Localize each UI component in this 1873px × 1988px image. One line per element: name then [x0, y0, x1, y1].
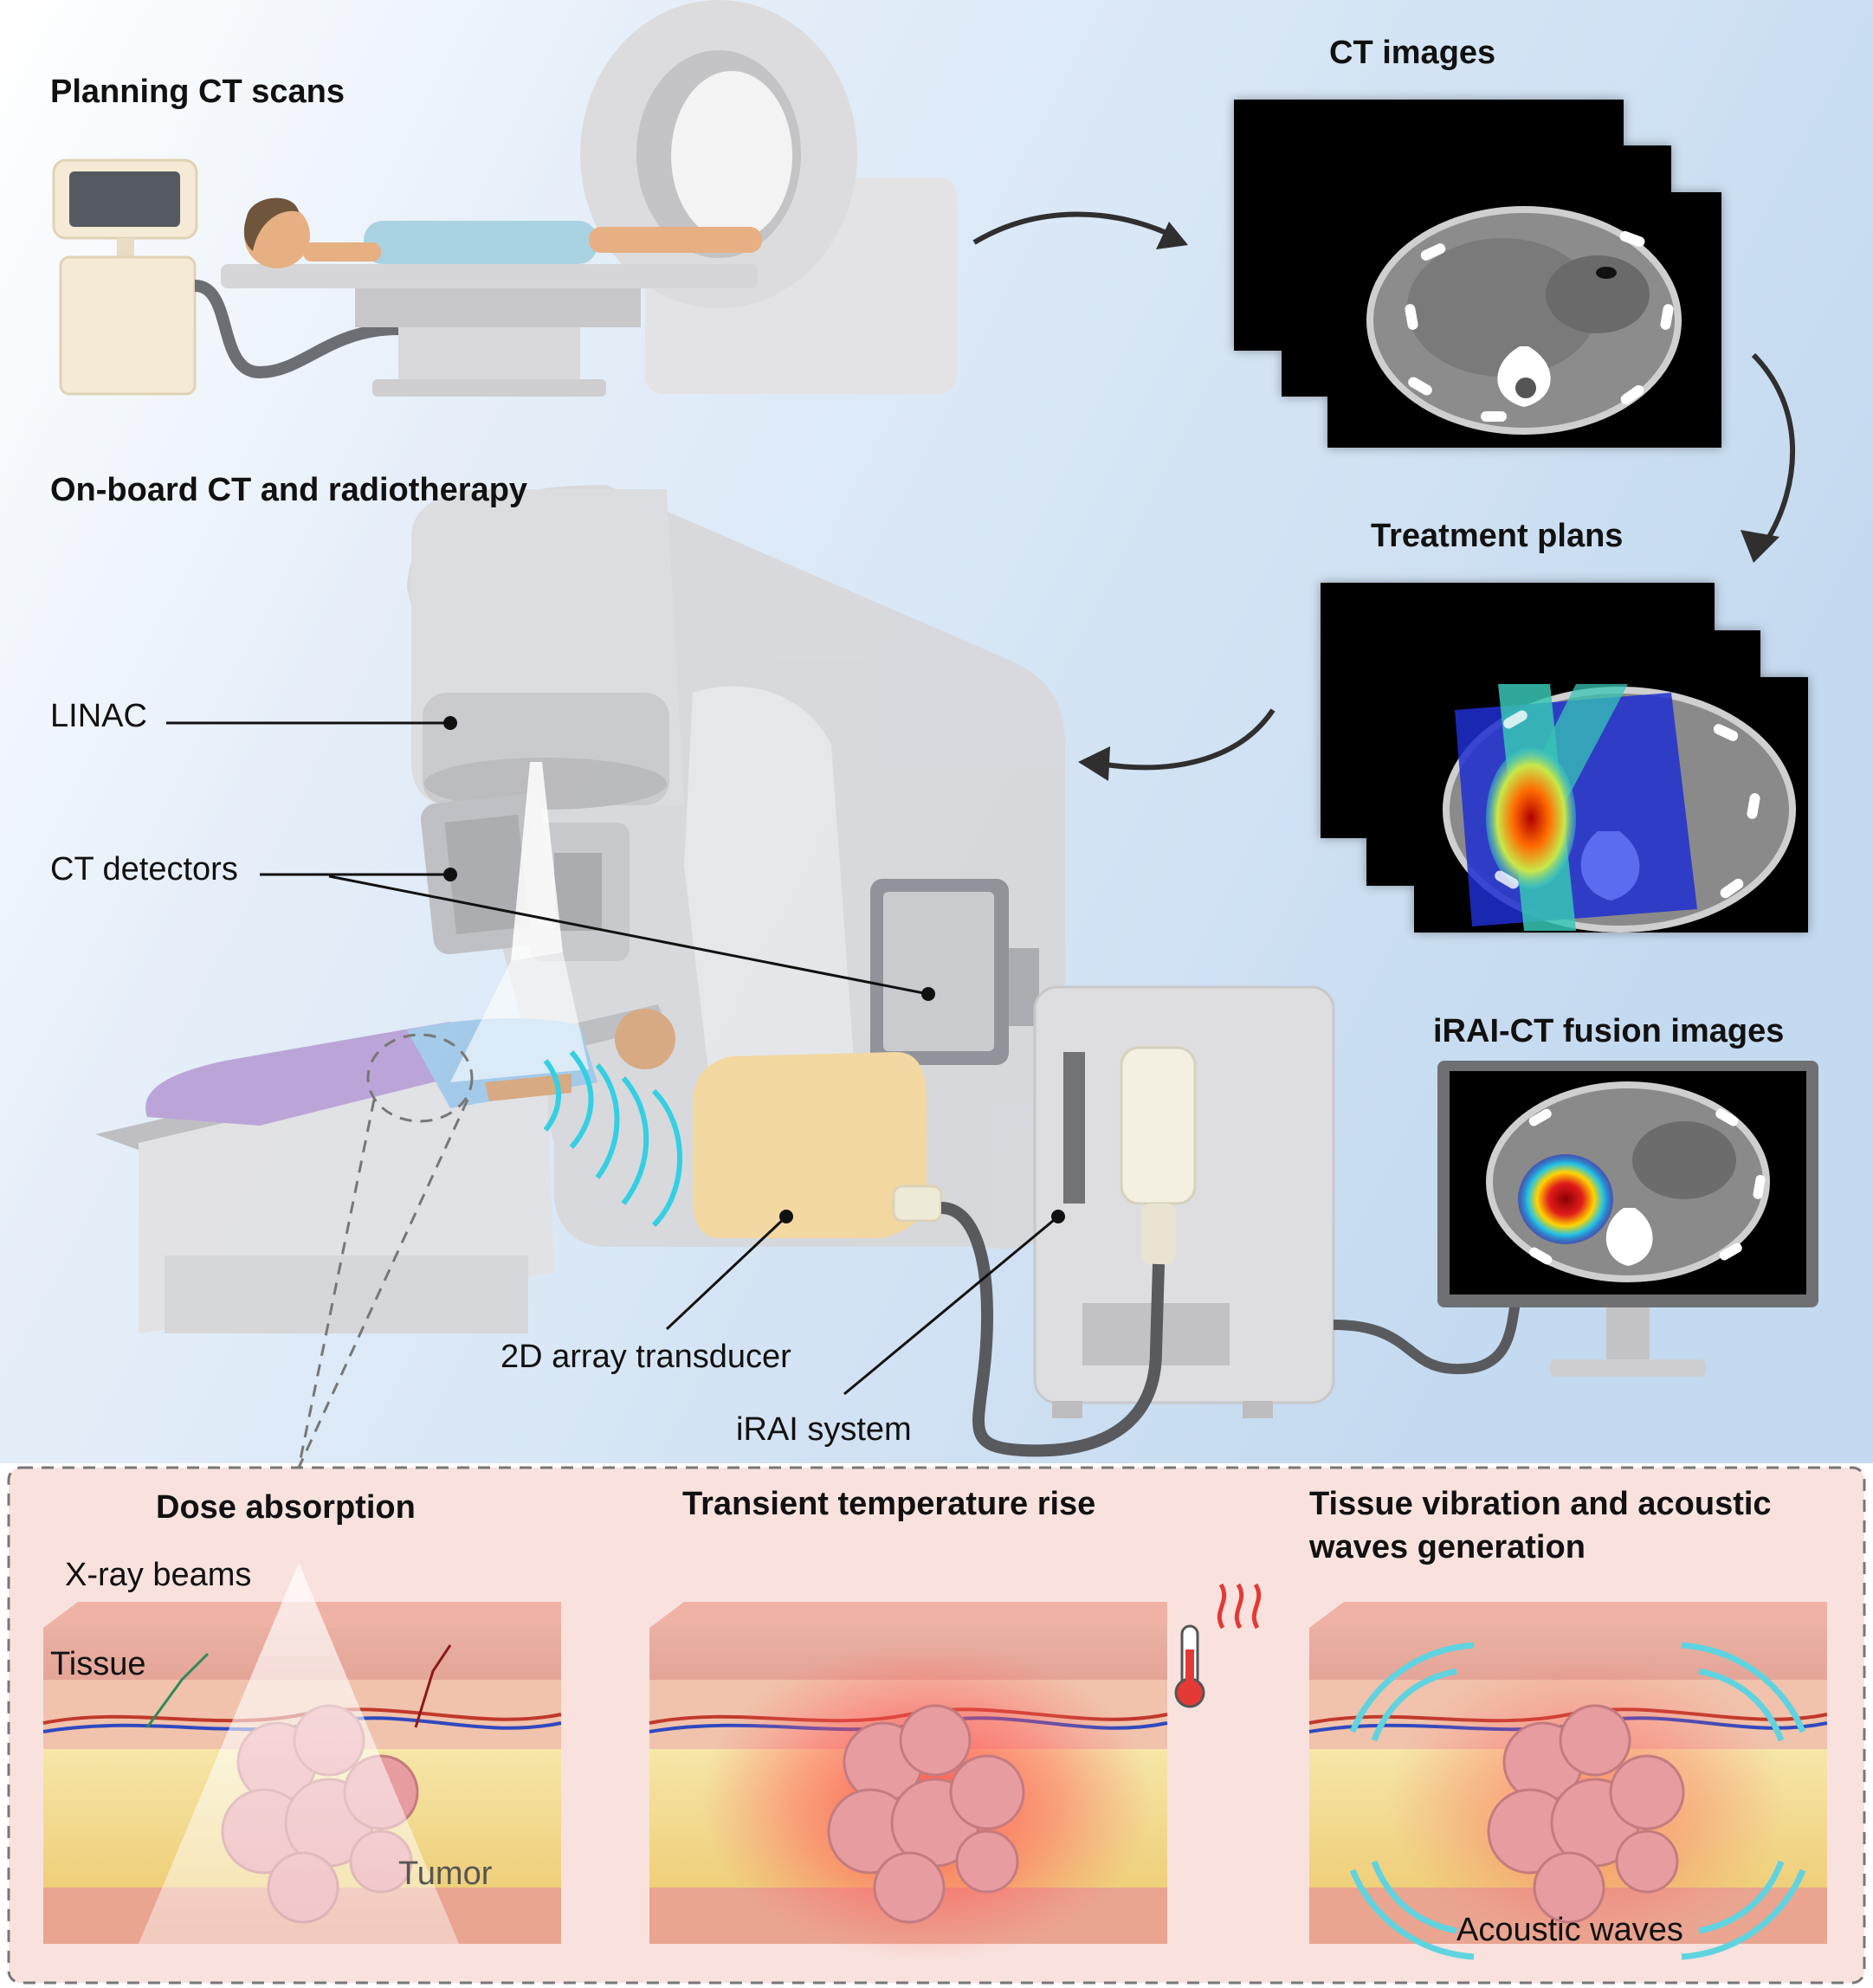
panel-title-fusion: iRAI-CT fusion images	[1433, 1013, 1785, 1049]
arrowhead-icon	[1078, 746, 1110, 781]
acoustic-wave-icon	[1349, 1642, 1806, 1960]
arrowhead-icon	[1156, 222, 1188, 249]
linac-machine	[95, 485, 1065, 1333]
planning-ct-scanner-icon	[52, 0, 957, 397]
section-title-planning: Planning CT scans	[50, 74, 345, 110]
panel-title-ct-images: CT images	[1329, 35, 1496, 71]
stage-title-vibration-1: Tissue vibration and acoustic	[1309, 1486, 1772, 1522]
tissue-block-dose	[42, 1563, 562, 1944]
monitor-cable	[1333, 1274, 1529, 1375]
label-tissue: Tissue	[50, 1646, 146, 1682]
label-linac: LINAC	[50, 698, 147, 734]
ct-slice-image	[1366, 206, 1682, 435]
irai-system-unit	[1033, 985, 1335, 1418]
label-transducer: 2D array transducer	[501, 1339, 791, 1375]
stage-title-temperature: Transient temperature rise	[682, 1486, 1096, 1522]
transducer-cable	[940, 1202, 1165, 1457]
xray-beam	[511, 762, 563, 961]
acoustic-wave-icon	[543, 1050, 682, 1228]
callout-dots	[443, 716, 1065, 1223]
label-irai-system: iRAI system	[736, 1411, 912, 1448]
tissue-block-heat	[649, 1602, 1168, 1961]
arrow-icon	[1099, 708, 1276, 771]
label-ct-detectors: CT detectors	[50, 851, 238, 888]
xray-beam-lower	[450, 952, 589, 1082]
panel-title-treatment-plans: Treatment plans	[1371, 518, 1624, 554]
label-acoustic-waves: Acoustic waves	[1456, 1912, 1683, 1948]
callout-lines	[166, 721, 1059, 1396]
arrow-icon	[1751, 352, 1795, 543]
section-title-onboard: On-board CT and radiotherapy	[50, 472, 528, 508]
arrowhead-icon	[1741, 530, 1779, 563]
stage-title-vibration-2: waves generation	[1309, 1529, 1586, 1565]
tissue-block-vibration	[1308, 1602, 1828, 1960]
zoom-indicator	[297, 1033, 474, 1468]
dose-plan-image	[1443, 684, 1796, 933]
stage-title-dose: Dose absorption	[156, 1489, 416, 1526]
arrow-icon	[972, 211, 1179, 245]
label-xray-beams: X-ray beams	[65, 1557, 252, 1593]
label-tumor: Tumor	[398, 1856, 493, 1892]
thermometer-icon	[1174, 1624, 1205, 1708]
heat-arrows-icon	[1217, 1583, 1262, 1630]
fusion-monitor	[1437, 1061, 1818, 1377]
